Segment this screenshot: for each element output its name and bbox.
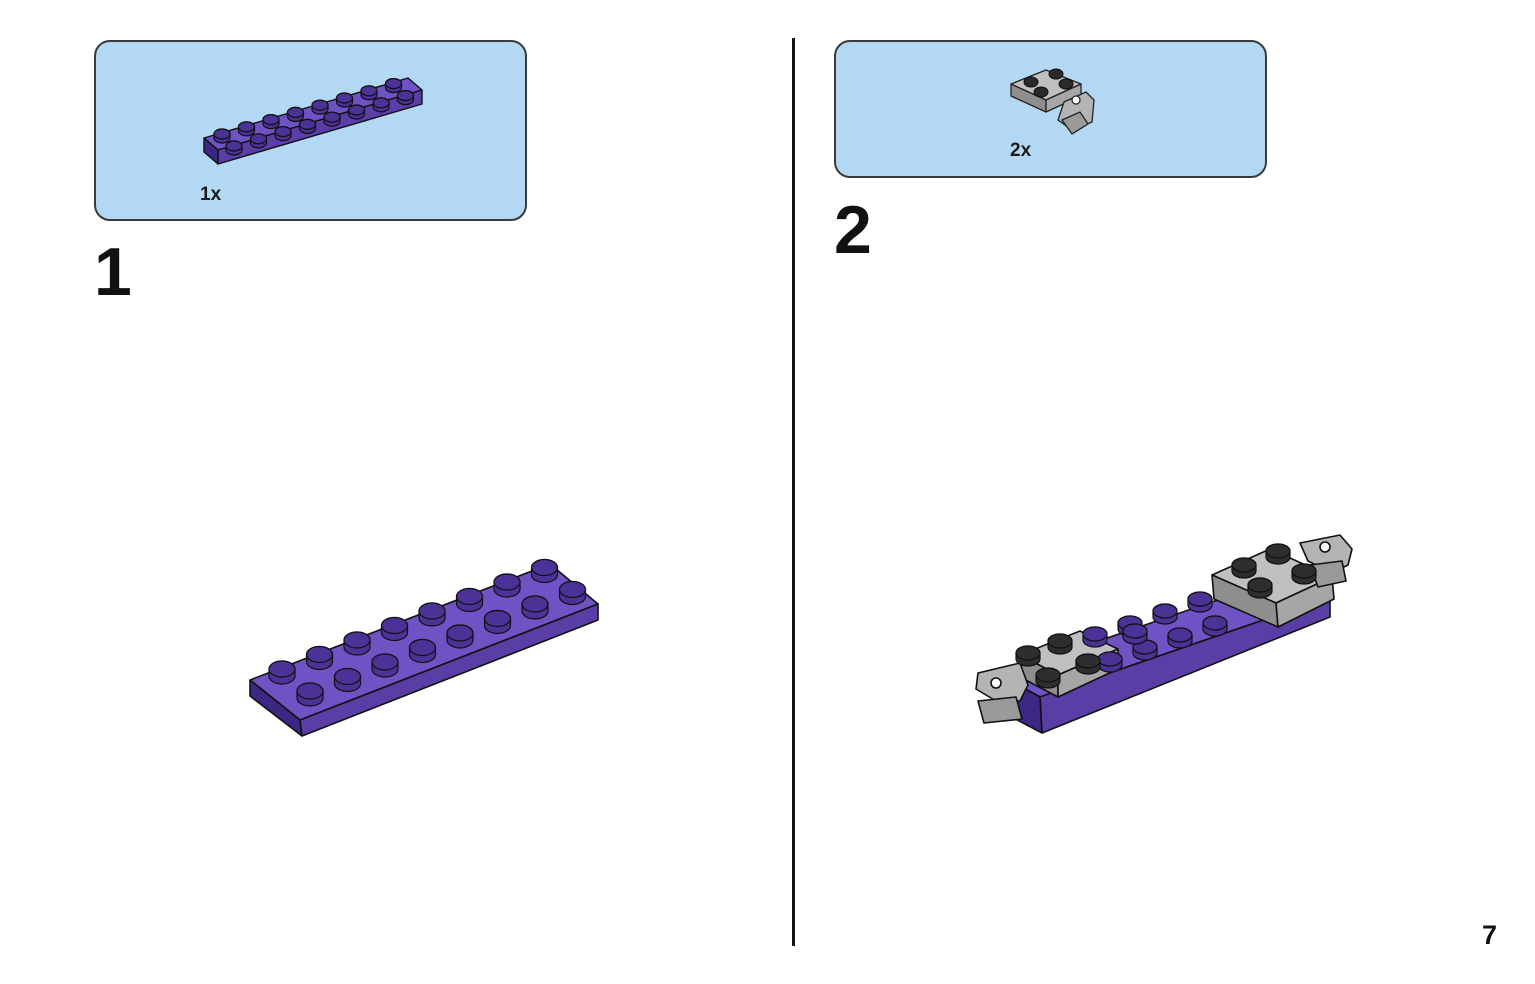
- stud: [335, 92, 354, 108]
- stud: [1231, 557, 1257, 579]
- parts-quantity: 2x: [1010, 140, 1032, 161]
- stud: [396, 89, 415, 106]
- step-number: 2: [834, 192, 872, 268]
- stud: [1015, 645, 1041, 667]
- stud: [530, 558, 559, 584]
- stud: [237, 121, 256, 137]
- page-divider: [792, 38, 795, 946]
- step-number: 1: [94, 234, 132, 310]
- stud: [455, 587, 484, 613]
- stud: [408, 638, 437, 664]
- stud: [360, 85, 378, 101]
- plate-with-hinges-assembly: [975, 534, 1353, 734]
- stud: [311, 99, 329, 115]
- stud: [347, 104, 366, 120]
- stud: [372, 97, 390, 113]
- stud: [1082, 626, 1108, 648]
- purple-plate-2x8-icon: [203, 77, 423, 165]
- stud: [446, 624, 474, 649]
- stud: [225, 140, 243, 156]
- stud: [213, 128, 231, 144]
- stud: [384, 77, 403, 94]
- stud: [1167, 627, 1193, 649]
- purple-plate-assembly: [249, 558, 599, 737]
- stud: [286, 106, 305, 122]
- stud: [418, 602, 446, 627]
- stud: [1247, 577, 1273, 599]
- stud: [262, 113, 280, 130]
- stud: [483, 609, 512, 635]
- stud: [521, 595, 549, 620]
- stud: [371, 653, 399, 678]
- stud: [305, 645, 334, 671]
- stud: [298, 118, 317, 134]
- stud: [1265, 543, 1291, 565]
- stud: [274, 125, 292, 142]
- parts-quantity: 1x: [200, 184, 222, 205]
- parts-callout-step-2: 2x: [834, 40, 1267, 178]
- stud: [323, 111, 341, 127]
- parts-callout-step-1: 1x: [94, 40, 527, 221]
- stud: [333, 667, 362, 693]
- stud: [1122, 623, 1148, 645]
- stud: [493, 573, 521, 598]
- stud: [1202, 615, 1228, 637]
- grey-hinge-plate-icon: [1010, 68, 1095, 135]
- stud: [268, 660, 296, 685]
- stud: [343, 631, 371, 656]
- stud: [1291, 563, 1317, 585]
- stud: [1187, 591, 1213, 613]
- stud: [1047, 633, 1073, 655]
- page-number: 7: [1481, 920, 1497, 950]
- stud: [1035, 667, 1061, 689]
- stud: [1075, 653, 1101, 675]
- stud: [1152, 603, 1178, 625]
- stud: [558, 580, 587, 606]
- stud: [296, 682, 324, 707]
- stud: [1097, 651, 1123, 673]
- stud: [380, 616, 409, 642]
- stud: [249, 133, 268, 149]
